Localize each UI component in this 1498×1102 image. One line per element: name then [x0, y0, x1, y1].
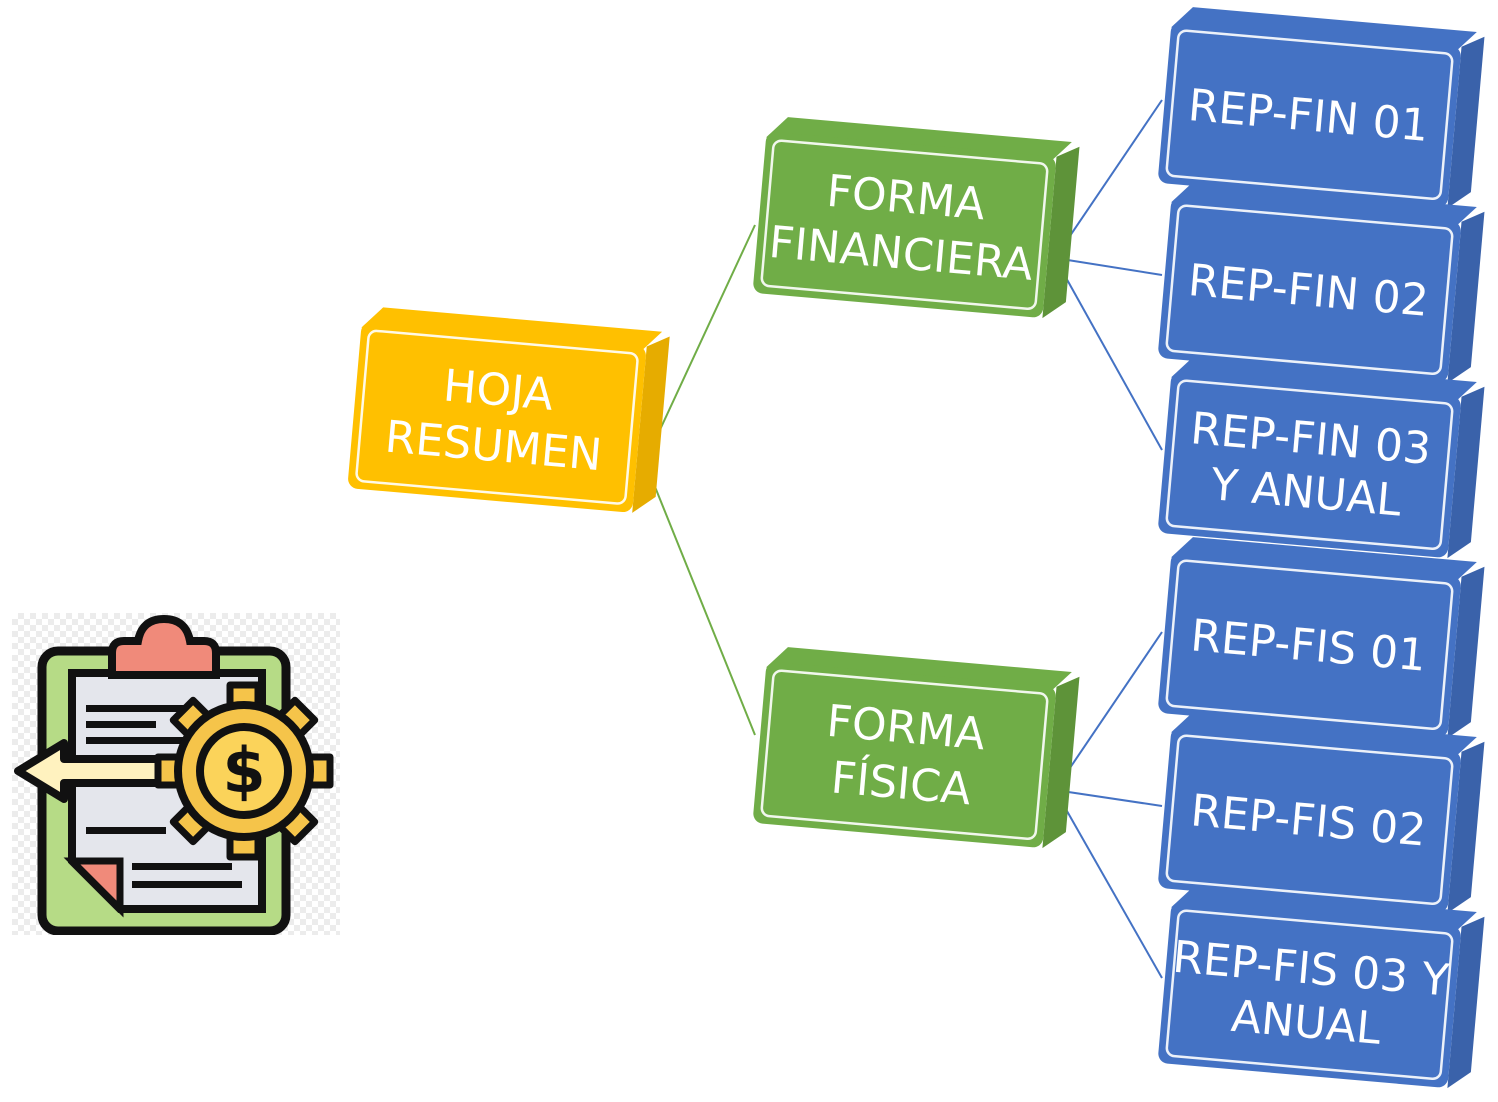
- node-leaf-2-1-top-face: [1171, 537, 1477, 583]
- connector-branch-2-leaf-2: [1054, 789, 1163, 807]
- node-leaf-2-3-side-face: [1447, 916, 1485, 1089]
- node-leaf-2-1-face: [1158, 552, 1461, 738]
- dollar-symbol: $: [222, 734, 265, 807]
- node-hoja-resumen-rim: [355, 329, 639, 505]
- node-branch-2-side-face: [1042, 676, 1080, 849]
- node-leaf-2-2-side-face: [1447, 741, 1485, 914]
- node-leaf-2-3-top-face: [1171, 887, 1477, 933]
- node-branch-2-rim: [760, 669, 1049, 841]
- node-leaf-1-1-rim: [1165, 29, 1454, 201]
- node-leaf-1-2-rim: [1165, 204, 1454, 376]
- node-leaf-1-1-side-face: [1447, 36, 1485, 209]
- node-leaf-1-1: REP-FIN 01: [1158, 7, 1485, 209]
- node-leaf-1-2: REP-FIN 02: [1158, 182, 1485, 384]
- node-branch-1-side-face: [1042, 146, 1080, 319]
- node-leaf-1-1-face: [1158, 22, 1461, 208]
- node-leaf-1-1-top-face: [1171, 7, 1477, 53]
- node-hoja-resumen-top-face: [361, 307, 663, 352]
- node-leaf-2-2-top-face: [1171, 712, 1477, 758]
- node-branch-2-face: [753, 662, 1056, 848]
- connector-branch-1-leaf-1: [1054, 99, 1163, 259]
- node-leaf-2-2-face: [1158, 727, 1461, 913]
- node-leaf-2-2: REP-FIS 02: [1158, 712, 1485, 914]
- node-hoja-resumen-face: [348, 322, 646, 513]
- node-leaf-2-1-side-face: [1447, 566, 1485, 739]
- connector-branch-2-leaf-1: [1054, 631, 1163, 791]
- connector-root-branch-1: [644, 224, 756, 463]
- node-leaf-2-3-face: [1158, 902, 1461, 1088]
- node-leaf-1-3-side-face: [1447, 386, 1485, 559]
- connector-branch-1-leaf-2: [1054, 257, 1163, 276]
- node-hoja-resumen-side-face: [632, 336, 670, 513]
- node-branch-1-rim: [760, 139, 1049, 311]
- connector-root-branch-2: [644, 461, 756, 736]
- node-leaf-1-2-top-face: [1171, 182, 1477, 228]
- connector-branch-1-leaf-3: [1054, 257, 1163, 451]
- node-leaf-1-3-rim: [1165, 379, 1454, 551]
- node-leaf-2-1: REP-FIS 01: [1158, 537, 1485, 739]
- node-branch-1-face: [753, 132, 1056, 318]
- node-hoja-resumen-label-line-1: HOJA: [441, 360, 555, 420]
- node-leaf-1-3-face: [1158, 372, 1461, 558]
- node-leaf-2-3-rim: [1165, 909, 1454, 1081]
- node-branch-1-top-face: [766, 117, 1072, 163]
- node-branch-2-top-face: [766, 647, 1072, 693]
- node-leaf-1-3: REP-FIN 03Y ANUAL: [1158, 357, 1485, 559]
- clipboard-dollar-gear-icon: $: [14, 614, 334, 935]
- node-leaf-1-2-side-face: [1447, 211, 1485, 384]
- node-leaf-2-2-rim: [1165, 734, 1454, 906]
- node-leaf-1-3-top-face: [1171, 357, 1477, 403]
- node-leaf-1-2-face: [1158, 197, 1461, 383]
- connector-branch-2-leaf-3: [1054, 789, 1163, 979]
- node-leaf-2-1-rim: [1165, 559, 1454, 731]
